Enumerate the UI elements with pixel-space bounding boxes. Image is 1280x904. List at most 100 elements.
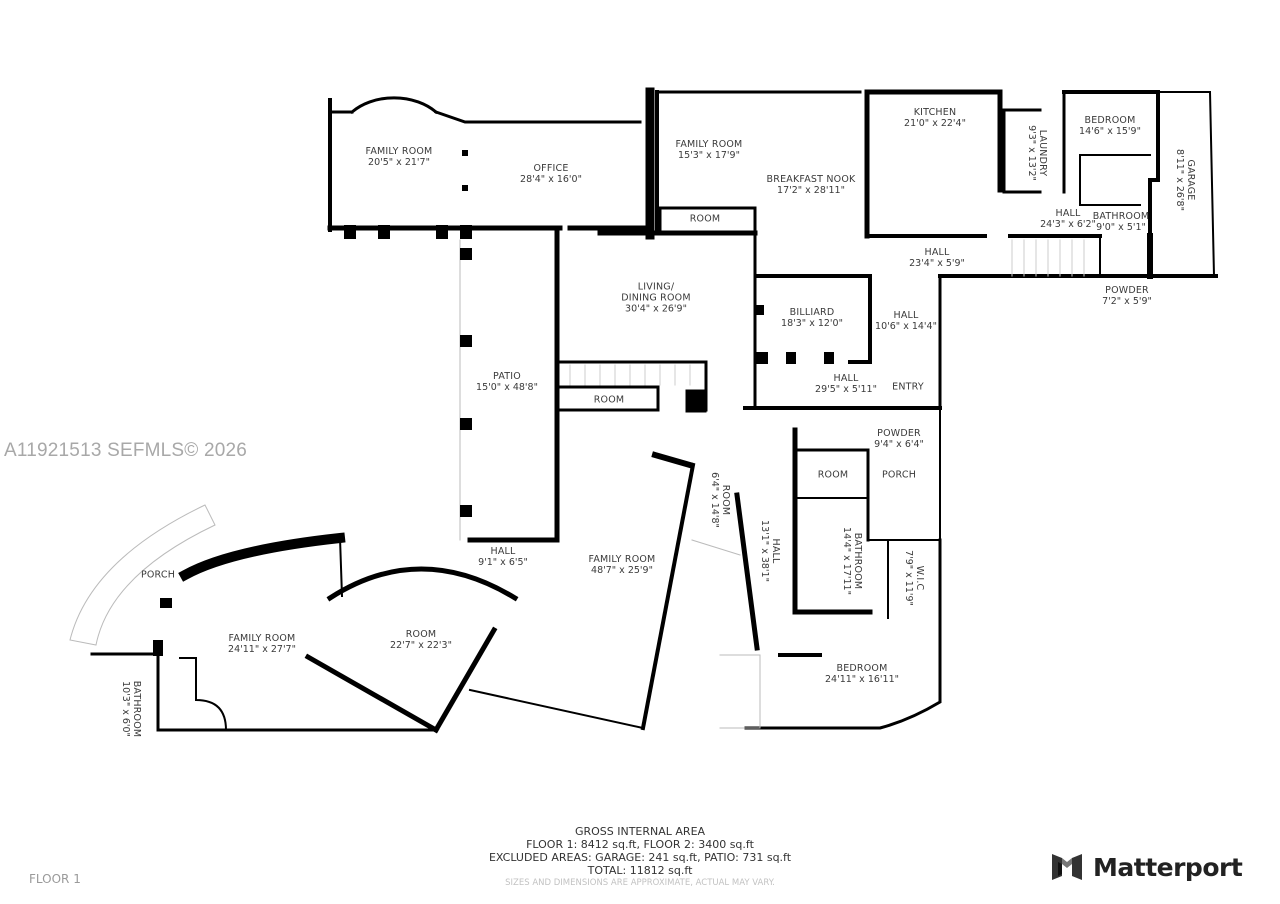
room-name: GARAGE	[1185, 159, 1196, 201]
room-name: ROOM	[817, 469, 849, 481]
room-name: BATHROOM	[131, 680, 142, 738]
room-name: HALL	[1055, 208, 1081, 219]
room-name: BEDROOM	[1084, 115, 1136, 126]
summary-disclaimer: SIZES AND DIMENSIONS ARE APPROXIMATE, AC…	[505, 878, 775, 888]
room-dims: 7'2" x 5'9"	[1102, 296, 1152, 307]
room-dims: 23'4" x 5'9"	[909, 258, 965, 269]
room-name: POWDER	[1105, 285, 1149, 296]
room-dims: 10'6" x 14'4"	[875, 321, 937, 332]
floor-label: FLOOR 1	[29, 872, 81, 886]
room-dims: 7'9" x 11'9"	[903, 550, 914, 606]
room-dims: 15'0" x 48'8"	[476, 382, 538, 393]
room-label-room-master: ROOM	[818, 470, 849, 481]
room-name: HALL	[924, 247, 950, 258]
room-name: BREAKFAST NOOK	[766, 174, 856, 185]
room-dims: 9'1" x 6'5"	[478, 557, 528, 568]
room-name: ROOM	[405, 629, 437, 640]
room-dims: 14'4" x 17'11"	[841, 527, 852, 595]
room-dims: 6'4" x 14'8"	[709, 472, 720, 528]
room-dims: 29'5" x 5'11"	[815, 384, 877, 395]
room-name: ROOM	[593, 394, 625, 406]
room-label-entry: ENTRY	[892, 382, 924, 393]
room-dims: 9'3" x 13'2"	[1026, 125, 1037, 181]
room-dims: 20'5" x 21'7"	[368, 157, 430, 168]
matterport-brand: Matterport	[1050, 850, 1243, 884]
room-name: HALL	[770, 538, 781, 564]
room-name: ROOM	[689, 213, 721, 225]
matterport-logo-icon	[1052, 854, 1082, 880]
room-label-room-center: ROOM	[594, 395, 625, 406]
room-label-room-north: ROOM	[690, 214, 721, 225]
room-name: BATHROOM	[1092, 211, 1150, 222]
room-dims: 24'11" x 27'7"	[228, 644, 296, 655]
room-dims: 24'11" x 16'11"	[825, 674, 899, 685]
room-name: FAMILY ROOM	[588, 554, 656, 565]
summary-total: TOTAL: 11812 sq.ft	[587, 864, 693, 877]
room-dims: 30'4" x 26'9"	[625, 303, 687, 315]
room-dims: 21'0" x 22'4"	[904, 118, 966, 129]
mls-watermark: A11921513 SEFMLS© 2026	[4, 440, 248, 461]
room-dims: 14'6" x 15'9"	[1079, 126, 1141, 137]
area-summary: GROSS INTERNAL AREA FLOOR 1: 8412 sq.ft,…	[489, 825, 791, 890]
room-name: ENTRY	[892, 381, 924, 393]
room-name: HALL	[833, 373, 859, 384]
summary-excluded: EXCLUDED AREAS: GARAGE: 241 sq.ft, PATIO…	[488, 851, 792, 864]
brand-name: Matterport	[1093, 852, 1243, 882]
room-label-porch-west: PORCH	[141, 570, 175, 581]
room-name-line2: DINING ROOM	[621, 292, 691, 304]
room-name: HALL	[893, 310, 919, 321]
room-name: W.I.C	[914, 565, 925, 591]
room-name: OFFICE	[533, 163, 569, 174]
room-name: BATHROOM	[852, 532, 863, 590]
room-dims: 9'4" x 6'4"	[874, 439, 924, 450]
room-name: PATIO	[493, 371, 521, 382]
room-dims: 8'11" x 26'8"	[1174, 149, 1185, 211]
room-name: FAMILY ROOM	[675, 139, 743, 150]
room-dims: 17'2" x 28'11"	[777, 185, 845, 196]
room-label-porch-east: PORCH	[882, 470, 916, 481]
summary-floors: FLOOR 1: 8412 sq.ft, FLOOR 2: 3400 sq.ft	[526, 838, 754, 851]
room-name: ROOM	[720, 484, 731, 516]
room-name: PORCH	[140, 569, 176, 581]
room-name: BILLIARD	[789, 307, 835, 318]
room-dims: 24'3" x 6'2"	[1040, 219, 1096, 230]
room-name: BEDROOM	[836, 663, 888, 674]
room-dims: 22'7" x 22'3"	[390, 640, 452, 651]
room-name: PORCH	[881, 469, 917, 481]
room-dims: 48'7" x 25'9"	[591, 565, 653, 576]
room-name: FAMILY ROOM	[365, 146, 433, 157]
room-dims: 18'3" x 12'0"	[781, 318, 843, 329]
room-dims: 28'4" x 16'0"	[520, 174, 582, 185]
room-dims: 13'1" x 38'1"	[759, 520, 770, 582]
room-name: LAUNDRY	[1037, 129, 1048, 177]
room-name: FAMILY ROOM	[228, 633, 296, 644]
summary-title: GROSS INTERNAL AREA	[574, 825, 706, 838]
room-name: LIVING/	[637, 281, 675, 293]
